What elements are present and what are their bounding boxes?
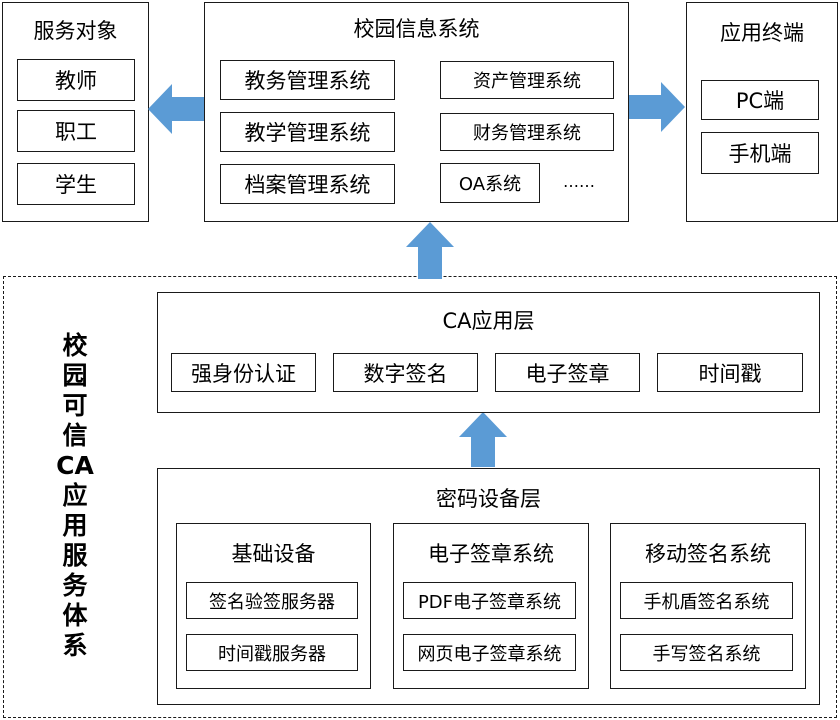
ca-electronic-seal: 电子签章 <box>495 353 640 392</box>
vertical-title-char: 务 <box>62 571 88 600</box>
vertical-title-char: 服 <box>62 541 88 570</box>
system-teaching: 教学管理系统 <box>220 112 395 152</box>
system-more-ellipsis: …… <box>563 172 595 191</box>
system-finance: 财务管理系统 <box>440 113 614 151</box>
ca-strong-authentication: 强身份认证 <box>171 353 316 392</box>
service-object-staff: 职工 <box>17 110 135 152</box>
vertical-title-char: 应 <box>62 481 88 510</box>
system-academic-affairs: 教务管理系统 <box>220 60 395 100</box>
service-object-teacher: 教师 <box>17 59 135 101</box>
device-sign-verify-server: 签名验签服务器 <box>186 582 358 619</box>
terminal-pc: PC端 <box>701 80 819 120</box>
ca-application-layer-box: CA应用层 <box>157 292 820 413</box>
system-archives: 档案管理系统 <box>220 164 395 204</box>
campus-info-system-title: 校园信息系统 <box>353 17 480 41</box>
service-objects-title: 服务对象 <box>33 19 118 43</box>
vertical-title-char: CA <box>56 451 94 480</box>
pdf-e-seal-system: PDF电子签章系统 <box>403 582 576 619</box>
web-e-seal-system: 网页电子签章系统 <box>403 634 576 671</box>
phone-shield-signature-system: 手机盾签名系统 <box>620 582 793 619</box>
vertical-title-char: 用 <box>62 511 88 540</box>
ca-digital-signature: 数字签名 <box>333 353 478 392</box>
system-oa: OA系统 <box>440 163 540 203</box>
terminal-mobile: 手机端 <box>701 132 819 174</box>
vertical-title-char: 信 <box>62 421 88 450</box>
vertical-title-char: 系 <box>62 631 88 660</box>
device-timestamp-server: 时间戳服务器 <box>186 634 358 671</box>
mobile-signature-system-title: 移动签名系统 <box>645 542 771 566</box>
system-assets: 资产管理系统 <box>440 61 614 99</box>
system-vertical-title: 校 园 可 信 CA 应 用 服 务 体 系 <box>50 331 100 661</box>
vertical-title-char: 校 <box>62 331 88 360</box>
handwritten-signature-system: 手写签名系统 <box>620 634 793 671</box>
arrow-right-to-terminals <box>629 82 685 132</box>
arrow-up-to-ca-layer <box>459 412 507 467</box>
vertical-title-char: 可 <box>62 391 88 420</box>
arrow-up-to-campus-system <box>406 222 454 279</box>
app-terminals-title: 应用终端 <box>720 21 804 45</box>
service-object-student: 学生 <box>17 163 135 205</box>
basic-devices-title: 基础设备 <box>231 542 316 566</box>
vertical-title-char: 体 <box>62 601 88 630</box>
crypto-device-layer-title: 密码设备层 <box>436 487 541 511</box>
e-seal-system-title: 电子签章系统 <box>428 542 554 566</box>
ca-application-layer-title: CA应用层 <box>442 309 535 333</box>
vertical-title-char: 园 <box>62 361 88 390</box>
arrow-left-to-service-objects <box>148 84 204 134</box>
ca-timestamp: 时间戳 <box>657 353 803 392</box>
